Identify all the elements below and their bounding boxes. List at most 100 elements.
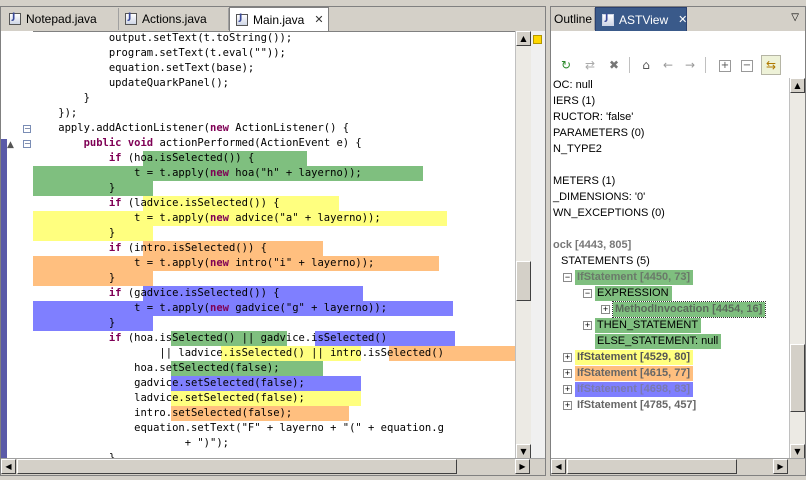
code-line: if (intro.isSelected()) { <box>108 242 267 254</box>
ast-tree-node[interactable]: IfStatement [4698, 83] <box>575 382 694 397</box>
ast-tree-node[interactable]: RUCTOR: 'false' <box>553 111 634 123</box>
ast-tree-node[interactable]: N_TYPE2 <box>553 143 602 155</box>
home-icon[interactable]: ⌂ <box>642 58 650 72</box>
annotation-marker-icon[interactable] <box>533 35 542 44</box>
ast-tree-node[interactable]: IfStatement [4785, 457] <box>577 399 697 411</box>
ast-vertical-scrollbar[interactable]: ▲ ▼ <box>789 78 805 459</box>
ast-tree-node[interactable]: STATEMENTS (5) <box>561 255 650 267</box>
code-line: apply.addActionListener(new ActionListen… <box>33 122 350 134</box>
ast-tree-node[interactable]: ock [4443, 805] <box>553 239 632 251</box>
forward-icon[interactable]: → <box>684 58 696 72</box>
scroll-right-button[interactable]: ▶ <box>773 459 788 474</box>
highlight-orange <box>389 346 515 361</box>
code-line: || ladvice.isSelected() || intro.isSelec… <box>33 347 444 359</box>
expand-icon[interactable]: + <box>601 304 610 314</box>
highlight-green <box>33 181 153 196</box>
ast-tree-node[interactable]: EXPRESSION <box>595 286 672 301</box>
editor-horizontal-scrollbar[interactable]: ◀ ▶ <box>1 458 545 475</box>
scroll-up-button[interactable]: ▲ <box>790 78 805 93</box>
fold-collapse-icon[interactable]: − <box>23 124 31 133</box>
code-line: output.setText(t.toString()); <box>33 32 293 44</box>
java-file-icon <box>236 13 248 26</box>
scroll-left-button[interactable]: ◀ <box>551 459 566 474</box>
fold-collapse-icon[interactable]: − <box>23 139 31 148</box>
expand-all-icon[interactable]: + <box>719 60 731 72</box>
highlight-blue <box>171 376 361 391</box>
ast-horizontal-scrollbar[interactable]: ◀ ▶ <box>551 458 805 475</box>
code-line: }); <box>33 107 78 119</box>
tab-main-java[interactable]: Main.java ✕ <box>229 7 329 31</box>
scroll-down-button[interactable]: ▼ <box>790 444 805 459</box>
expand-icon[interactable]: + <box>563 400 572 410</box>
refresh-icon[interactable]: ↻ <box>560 58 572 72</box>
ast-tree-node[interactable] <box>551 222 556 237</box>
code-line: } <box>33 92 90 104</box>
horizontal-scroll-thumb[interactable] <box>567 459 737 474</box>
back-icon[interactable]: ← <box>662 58 674 72</box>
ast-tree-node[interactable]: IfStatement [4529, 80] <box>575 350 694 365</box>
code-line: t = t.apply(new intro("i" + layerno)); <box>33 257 375 269</box>
highlight-blue <box>33 316 153 331</box>
collapse-all-icon[interactable]: − <box>741 60 753 72</box>
expand-icon[interactable]: + <box>563 368 572 378</box>
java-file-icon <box>125 12 137 25</box>
ast-tree-node[interactable] <box>551 158 556 173</box>
code-line: if (ladvice.isSelected()) { <box>108 197 280 209</box>
scroll-down-button[interactable]: ▼ <box>516 444 531 459</box>
ast-tree-node[interactable]: PARAMETERS (0) <box>553 127 645 139</box>
view-menu-icon[interactable]: ▽ <box>791 12 799 23</box>
scroll-left-button[interactable]: ◀ <box>1 459 16 474</box>
ast-tree-node[interactable]: MethodInvocation [4454, 16] <box>611 301 767 318</box>
code-line: intro.setSelected(false); <box>33 407 293 419</box>
expand-icon[interactable]: + <box>563 352 572 362</box>
highlight-orange <box>171 406 349 421</box>
editor-vertical-scrollbar[interactable]: ▲ ▼ <box>515 31 531 459</box>
ast-tree-node[interactable]: IfStatement [4450, 73] <box>575 270 694 285</box>
highlight-yellow <box>33 211 447 226</box>
ast-tree-node[interactable]: OC: null <box>553 79 593 91</box>
scroll-right-button[interactable]: ▶ <box>515 459 530 474</box>
code-line: } <box>33 227 116 239</box>
ast-tree-node[interactable]: IERS (1) <box>553 95 596 107</box>
tab-outline[interactable]: Outline <box>551 8 595 30</box>
scroll-thumb[interactable] <box>790 344 805 412</box>
close-icon[interactable]: ✕ <box>678 14 688 26</box>
highlight-green <box>171 331 287 346</box>
folding-ruler: − − ▲ <box>7 31 33 459</box>
ast-tree-node[interactable]: METERS (1) <box>553 175 616 187</box>
left-ruler <box>1 31 7 475</box>
horizontal-scroll-thumb[interactable] <box>17 459 457 474</box>
overview-ruler <box>531 31 545 459</box>
tab-actions-java[interactable]: Actions.java <box>119 8 229 30</box>
scroll-thumb[interactable] <box>516 261 531 301</box>
tab-notepad-java[interactable]: Notepad.java <box>3 8 119 30</box>
highlight-blue <box>315 331 455 346</box>
clear-icon[interactable]: ✖ <box>608 58 620 72</box>
scroll-up-button[interactable]: ▲ <box>516 31 531 46</box>
highlight-orange <box>33 256 439 271</box>
collapse-icon[interactable]: − <box>563 272 572 282</box>
code-line: if (gadvice.isSelected()) { <box>108 287 280 299</box>
code-line: gadvice.setSelected(false); <box>33 377 305 389</box>
tab-astview[interactable]: ASTView ✕ <box>595 7 687 31</box>
code-area[interactable]: output.setText(t.toString()); program.se… <box>33 31 515 459</box>
code-line: public void actionPerformed(ActionEvent … <box>83 137 362 149</box>
ast-tree-node[interactable]: THEN_STATEMENT <box>595 318 702 333</box>
ast-tree-node[interactable]: _DIMENSIONS: '0' <box>553 191 646 203</box>
ast-tree-node[interactable]: IfStatement [4615, 77] <box>575 366 694 381</box>
ast-tree-node[interactable]: ELSE_STATEMENT: null <box>595 334 722 349</box>
code-line: updateQuarkPanel(); <box>33 77 229 89</box>
link-icon[interactable]: ⇄ <box>584 58 596 72</box>
toolbar-separator <box>705 57 706 73</box>
highlight-green <box>33 166 423 181</box>
ast-tree-node[interactable]: WN_EXCEPTIONS (0) <box>553 207 665 219</box>
editor-tab-bar: Notepad.java Actions.java Main.java ✕ <box>1 7 545 32</box>
highlight-green <box>143 151 307 166</box>
code-line: hoa.setSelected(false); <box>33 362 280 374</box>
expand-icon[interactable]: + <box>563 384 572 394</box>
collapse-icon[interactable]: − <box>583 288 592 298</box>
close-icon[interactable]: ✕ <box>314 14 324 26</box>
link-with-editor-icon[interactable]: ⇆ <box>761 55 781 75</box>
expand-icon[interactable]: + <box>583 320 592 330</box>
